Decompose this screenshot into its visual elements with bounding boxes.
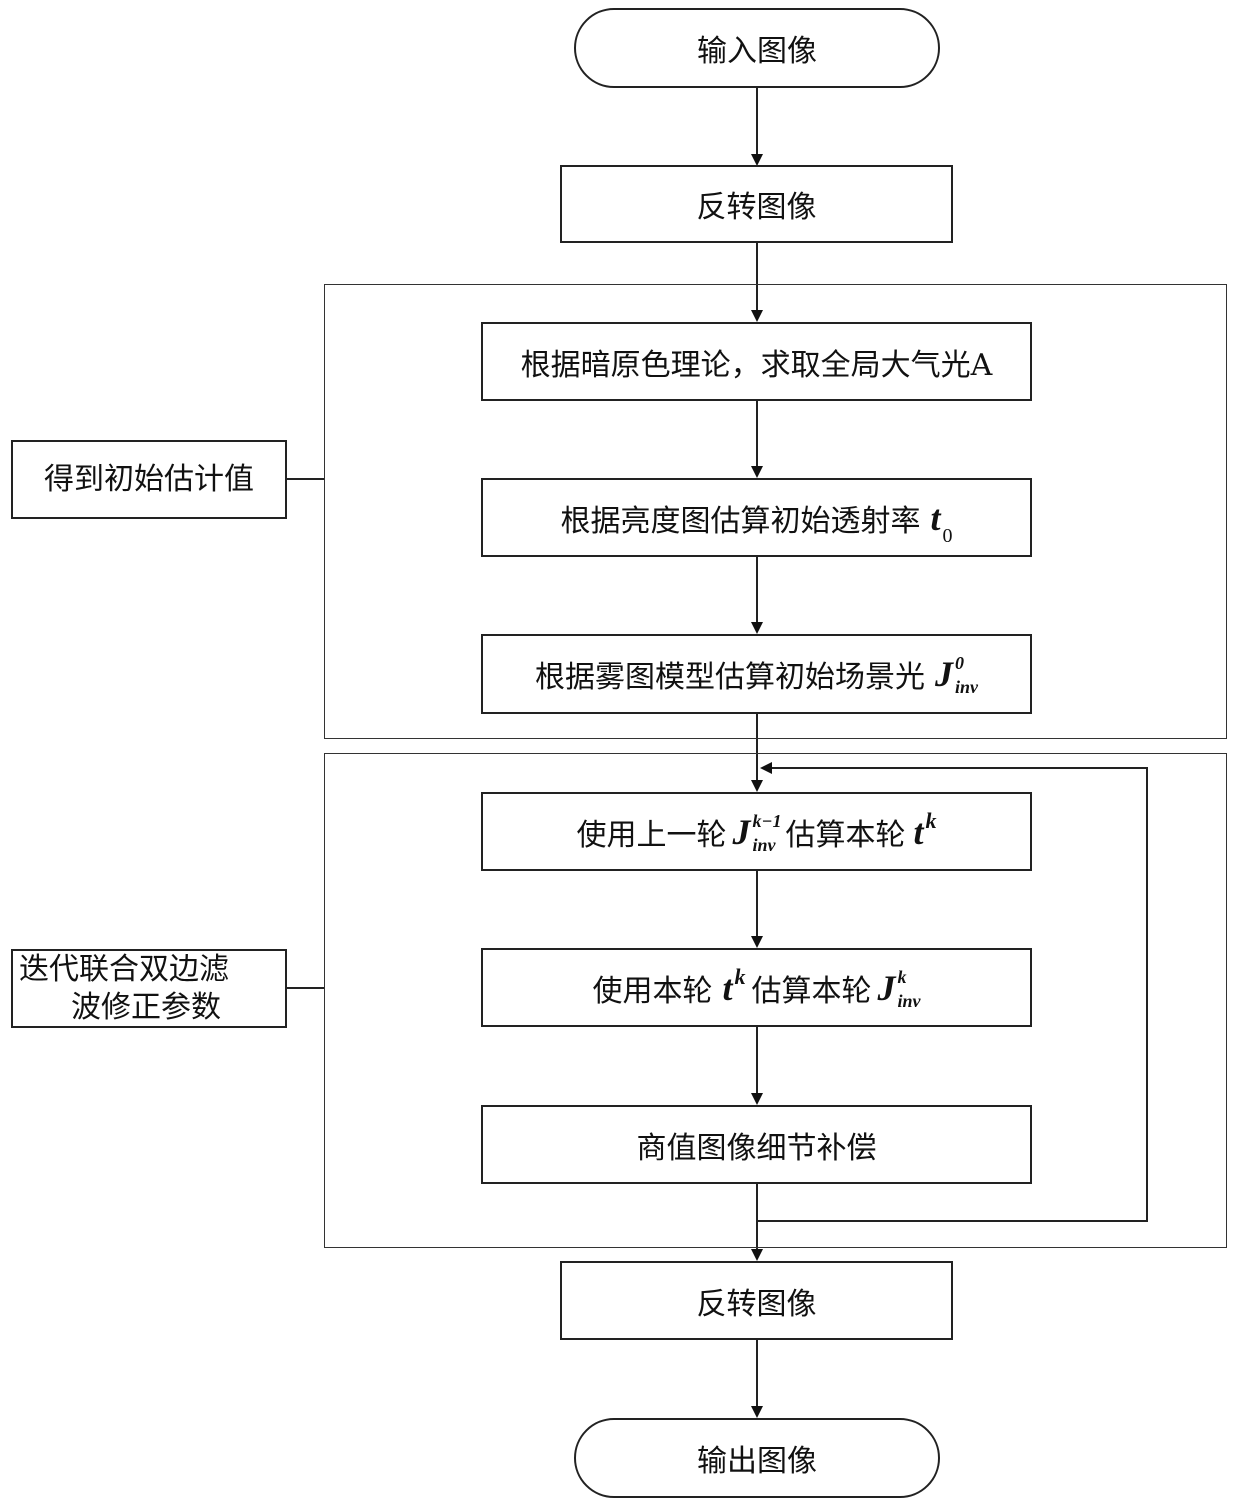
tk-symbol: tk <box>913 807 937 853</box>
detail-compensation-step: 商值图像细节补偿 <box>481 1105 1032 1184</box>
tk2-symbol: tk <box>722 963 746 1009</box>
invert-image-step: 反转图像 <box>560 165 953 243</box>
step5-middle: 估算本轮 <box>751 973 872 1009</box>
t-var: t <box>930 497 941 538</box>
jk-scripts: k inv <box>897 966 921 1010</box>
iterative-filter-group <box>324 753 1227 1248</box>
tk-superscript: k <box>925 807 937 833</box>
initial-estimate-label: 得到初始估计值 <box>11 440 287 519</box>
jk-superscript: k <box>897 966 907 987</box>
jk1-superscript: k−1 <box>752 810 782 831</box>
jk1-subscript: inv <box>752 834 776 855</box>
start-terminal: 输入图像 <box>574 8 940 88</box>
start-text: 输入图像 <box>697 34 817 69</box>
tk2-superscript: k <box>734 963 746 989</box>
j-var: J <box>934 654 953 694</box>
iterative-filter-label: 迭代联合双边滤 波修正参数 <box>11 949 287 1028</box>
jk-subscript: inv <box>897 990 921 1011</box>
jk1-var: J <box>732 811 751 852</box>
atmospheric-light-text: 根据暗原色理论，求取全局大气光A <box>520 347 993 383</box>
initial-transmission-text: 根据亮度图估算初始透射率 <box>560 503 921 539</box>
invert-image-step-2: 反转图像 <box>560 1261 953 1340</box>
j-subscript: inv <box>954 677 978 697</box>
end-terminal: 输出图像 <box>574 1418 940 1498</box>
invert-image-text-2: 反转图像 <box>696 1286 817 1322</box>
tk2-var: t <box>722 967 733 1008</box>
j0-scripts: 0 inv <box>954 653 978 696</box>
iterative-filter-label-line2: 波修正参数 <box>71 989 221 1025</box>
jk1-symbol: J <box>733 811 751 853</box>
jk-symbol: J <box>878 967 896 1009</box>
iterative-filter-label-line1: 迭代联合双边滤 <box>19 951 229 987</box>
j0-symbol: J <box>935 653 953 695</box>
step4-middle: 估算本轮 <box>785 817 906 853</box>
invert-image-text: 反转图像 <box>696 190 817 225</box>
detail-compensation-text: 商值图像细节补偿 <box>636 1130 877 1166</box>
atmospheric-light-step: 根据暗原色理论，求取全局大气光A <box>481 322 1032 401</box>
initial-estimate-group <box>324 284 1227 739</box>
step4-prefix: 使用上一轮 <box>576 817 727 853</box>
step5-prefix: 使用本轮 <box>592 973 713 1009</box>
j-superscript: 0 <box>954 653 964 673</box>
jk1-scripts: k−1 inv <box>752 810 782 854</box>
initial-scene-light-text: 根据雾图模型估算初始场景光 <box>534 660 925 695</box>
t-subscript: 0 <box>942 524 953 547</box>
end-text: 输出图像 <box>697 1444 817 1479</box>
initial-estimate-label-text: 得到初始估计值 <box>44 461 254 497</box>
tk-var: t <box>913 811 924 852</box>
jk-var: J <box>877 967 896 1008</box>
